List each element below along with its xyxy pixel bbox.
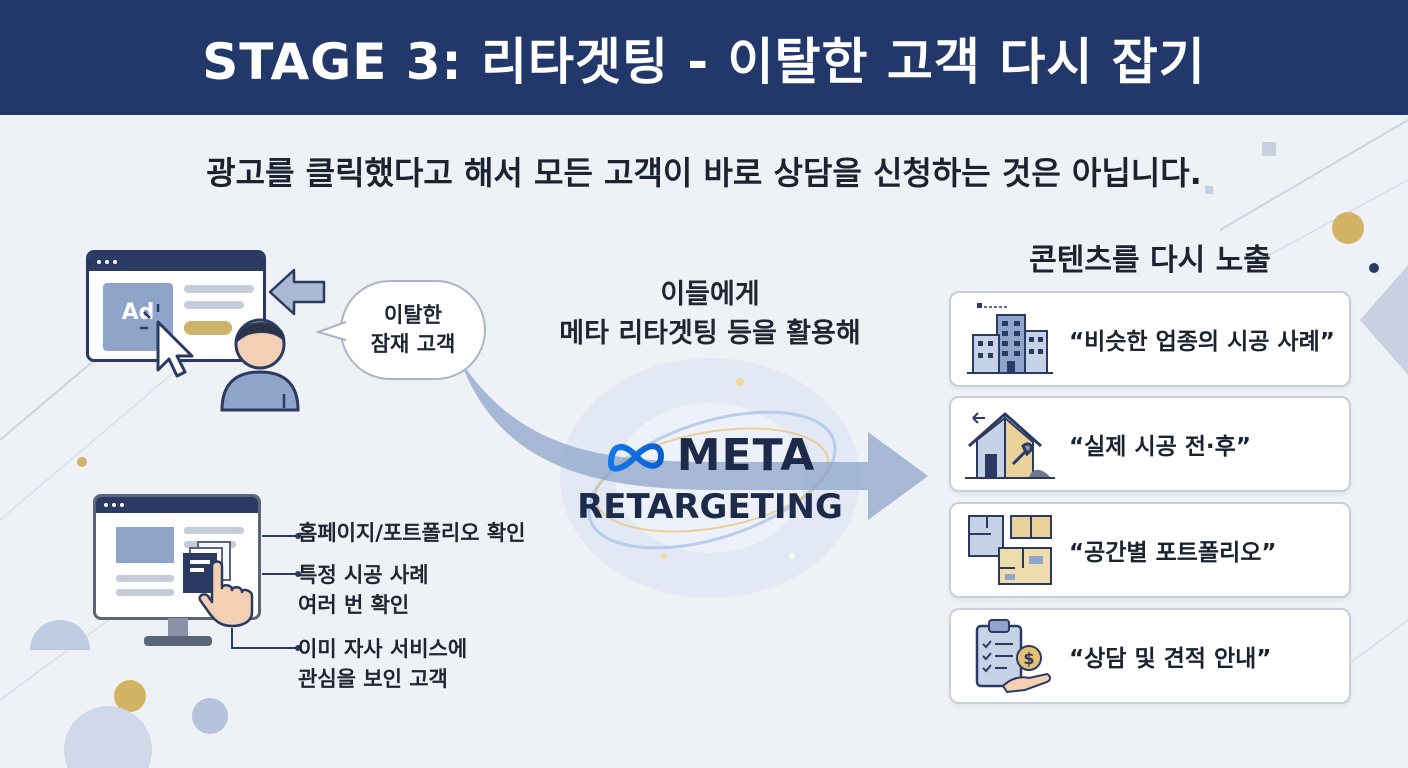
text-line bbox=[116, 575, 174, 582]
content-card-portfolio: “공간별 포트폴리오” bbox=[949, 502, 1351, 598]
content-section-title: 콘텐츠를 다시 노출 bbox=[1029, 243, 1271, 278]
list-item-case-study: 특정 시공 사례 여러 번 확인 bbox=[298, 560, 429, 621]
svg-text:$: $ bbox=[1023, 649, 1034, 668]
content-card-similar-cases: “비슷한 업종의 시공 사례” bbox=[949, 291, 1351, 387]
center-line-1: 이들에게 bbox=[660, 279, 760, 310]
list-item-homepage: 홈페이지/포트폴리오 확인 bbox=[298, 518, 526, 548]
center-instruction: 이들에게 메타 리타겟팅 등을 활용해 bbox=[530, 275, 890, 353]
bubble-tail bbox=[316, 321, 347, 341]
card-text: “공간별 포트폴리오” bbox=[1069, 540, 1277, 566]
pointing-hand-icon bbox=[183, 541, 254, 628]
person-icon bbox=[220, 318, 300, 412]
card-text: “상담 및 견적 안내” bbox=[1069, 646, 1272, 672]
list-item-text: 특정 시공 사례 bbox=[298, 563, 429, 587]
connector-lines bbox=[231, 533, 301, 651]
arrow-left-icon bbox=[268, 268, 326, 316]
ad-label: Ad bbox=[121, 299, 155, 325]
content-card-consultation: $ “상담 및 견적 안내” bbox=[949, 608, 1351, 704]
list-item-text: 홈페이지/포트폴리오 확인 bbox=[298, 521, 526, 545]
meta-infinity-icon bbox=[607, 442, 664, 472]
retargeting-label: RETARGETING bbox=[577, 487, 843, 527]
building-icon bbox=[967, 303, 1053, 374]
card-text: “실제 시공 전·후” bbox=[1069, 434, 1251, 460]
floor-plan-icon bbox=[968, 515, 1052, 585]
center-line-2: 메타 리타겟팅 등을 활용해 bbox=[559, 318, 861, 350]
list-item-text: 관심을 보인 고객 bbox=[298, 667, 448, 692]
list-item-interested: 이미 자사 서비스에 관심을 보인 고객 bbox=[298, 634, 467, 695]
subtitle: 광고를 클릭했다고 해서 모든 고객이 바로 상담을 신청하는 것은 아닙니다. bbox=[206, 154, 1202, 192]
dropout-customer-bubble: 이탈한 잠재 고객 bbox=[340, 280, 486, 380]
meta-retargeting-logo: META RETARGETING bbox=[575, 430, 845, 527]
cursor-icon bbox=[140, 304, 194, 378]
image-block bbox=[116, 527, 174, 563]
header-banner: STAGE 3: 리타겟팅 - 이탈한 고객 다시 잡기 bbox=[0, 0, 1408, 115]
ad-browser-window: Ad bbox=[86, 250, 266, 362]
clipboard-coin-icon: $ bbox=[975, 619, 1051, 694]
monitor-titlebar bbox=[96, 497, 258, 513]
text-line bbox=[116, 589, 174, 596]
window-titlebar bbox=[89, 253, 263, 271]
monitor-stand bbox=[144, 618, 212, 646]
card-text: “비슷한 업종의 시공 사례” bbox=[1069, 329, 1335, 355]
list-item-text: 여러 번 확인 bbox=[298, 593, 410, 618]
bubble-line-1: 이탈한 bbox=[384, 302, 442, 327]
text-line bbox=[184, 301, 244, 309]
meta-label: META bbox=[676, 430, 816, 481]
ad-button-shape bbox=[184, 321, 232, 335]
text-line bbox=[184, 527, 244, 534]
content-card-before-after: “실제 시공 전·후” bbox=[949, 396, 1351, 492]
list-item-text: 이미 자사 서비스에 bbox=[298, 637, 468, 661]
page-title: STAGE 3: 리타겟팅 - 이탈한 고객 다시 잡기 bbox=[202, 32, 1206, 91]
text-line bbox=[184, 285, 254, 293]
house-renovation-icon bbox=[965, 412, 1055, 479]
bubble-line-2: 잠재 고객 bbox=[370, 332, 456, 356]
